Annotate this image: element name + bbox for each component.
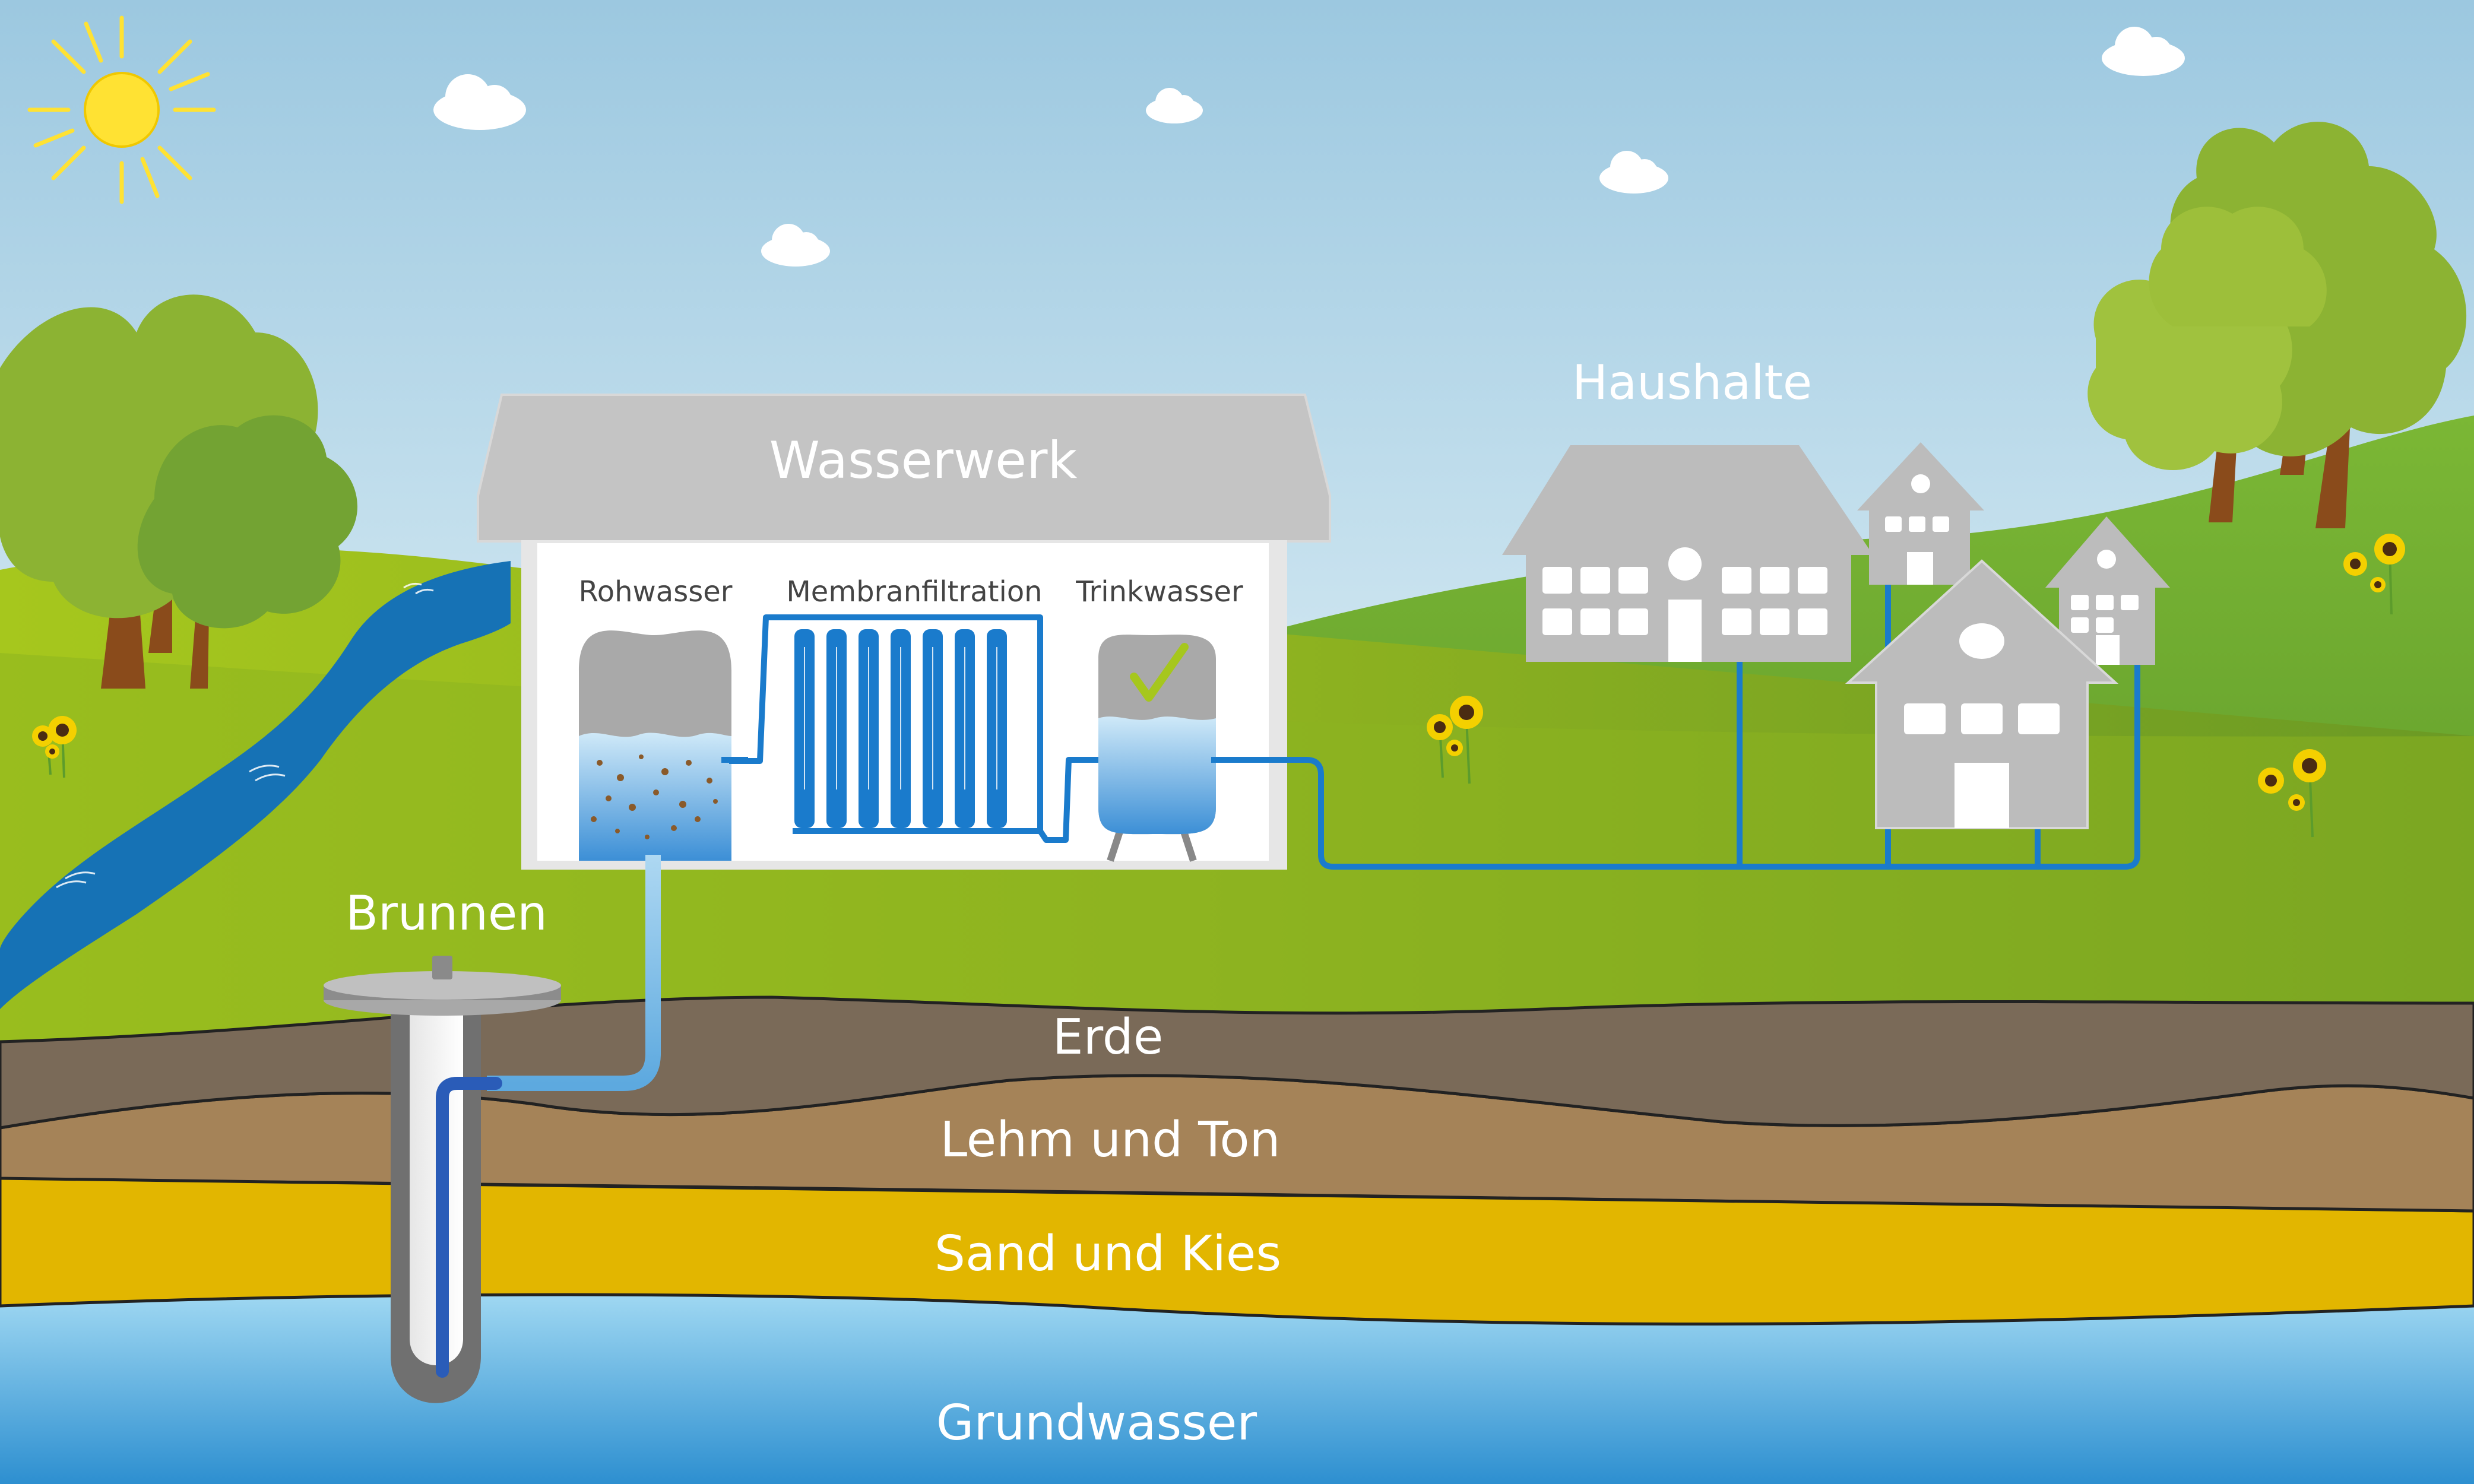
cloud-icon — [433, 27, 2185, 267]
brunnen-label: Brunnen — [346, 886, 547, 941]
membranfiltration-module — [729, 614, 1104, 843]
lehm-und-ton-label: Lehm und Ton — [940, 1112, 1281, 1168]
rohwasser-tank — [579, 630, 731, 861]
trinkwasser-tank — [1098, 635, 1216, 862]
sun-icon — [27, 15, 216, 204]
house-icon — [1502, 442, 2170, 829]
raw-water-pipe — [487, 855, 661, 1091]
tree-icon — [0, 294, 358, 689]
trinkwasser-label: Trinkwasser — [1075, 575, 1243, 608]
sunflower-icon — [32, 534, 2405, 838]
wasserwerk-label: Wasserwerk — [769, 431, 1078, 490]
erde-label: Erde — [1053, 1009, 1164, 1066]
distribution-pipe — [1211, 650, 2140, 870]
checkmark-icon — [1130, 643, 1189, 702]
grundwasser-label: Grundwasser — [936, 1395, 1257, 1451]
brunnen-well — [324, 956, 561, 1403]
rohwasser-label: Rohwasser — [579, 575, 733, 608]
membranfiltration-label: Membranfiltration — [786, 575, 1042, 608]
layer-erde — [0, 995, 2474, 1130]
layer-grundwasser — [0, 1283, 2474, 1484]
tree-icon — [2087, 122, 2467, 528]
river — [0, 561, 511, 1009]
sand-und-kies-label: Sand und Kies — [935, 1226, 1281, 1282]
haushalte-label: Haushalte — [1572, 355, 1812, 410]
